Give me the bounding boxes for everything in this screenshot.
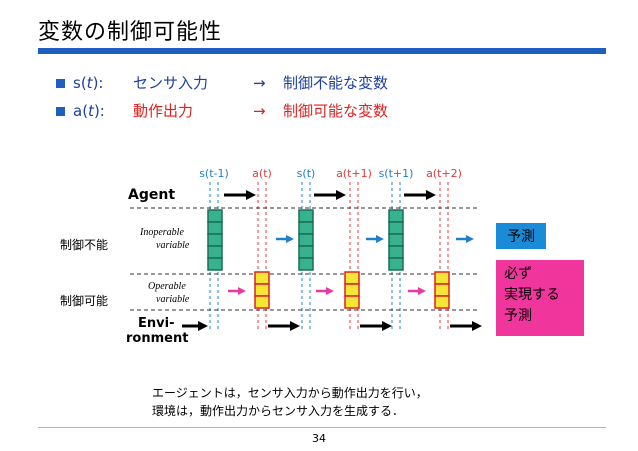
time-label: s(t+1)	[379, 167, 414, 180]
arrow-icon: →	[253, 74, 266, 92]
title-rule	[38, 48, 606, 54]
arrow-icon: →	[253, 102, 266, 120]
time-label: a(t)	[252, 167, 272, 180]
sensor-arrowhead	[376, 235, 384, 243]
operable-label: Operable	[148, 281, 186, 292]
footer-rule	[38, 427, 606, 428]
bullet-term: 動作出力	[133, 102, 194, 120]
agent-arrowhead	[246, 190, 256, 200]
agent-arrowhead	[336, 190, 346, 200]
bullet-action: a(t): 動作出力 → 制御可能な変数	[56, 100, 388, 121]
box-line: 予測	[504, 308, 532, 324]
env-arrowhead	[290, 321, 300, 331]
environment-label: Envi-	[138, 316, 174, 331]
env-arrowhead	[472, 321, 482, 331]
action-arrowhead	[326, 287, 334, 295]
action-stack	[254, 271, 270, 309]
sensor-arrowhead	[286, 235, 294, 243]
env-arrowhead	[198, 321, 208, 331]
page-number: 34	[312, 432, 326, 445]
bullet-var: a(t):	[73, 102, 105, 120]
prediction-box: 予測	[496, 223, 546, 249]
inoperable-label: Inoperable	[139, 227, 184, 238]
operable-label: variable	[156, 294, 190, 305]
box-line: 必ず	[504, 266, 532, 282]
bullet-square-icon	[56, 107, 65, 116]
sensor-stack	[207, 209, 223, 271]
time-label: s(t-1)	[199, 167, 229, 180]
action-arrowhead	[418, 287, 426, 295]
sensor-stack	[388, 209, 404, 271]
box-line: 実現する	[504, 287, 560, 303]
bullet-sensor: s(t): センサ入力 → 制御不能な変数	[56, 72, 388, 93]
agent-arrowhead	[426, 190, 436, 200]
time-label: s(t)	[297, 167, 316, 180]
bullet-desc: 制御可能な変数	[283, 102, 389, 120]
action-stack	[434, 271, 450, 309]
inoperable-label: variable	[156, 240, 190, 251]
sensor-stack	[298, 209, 314, 271]
page-title: 変数の制御可能性	[38, 20, 223, 45]
action-arrowhead	[238, 287, 246, 295]
bullet-desc: 制御不能な変数	[283, 74, 389, 92]
controllable-label: 制御可能	[60, 294, 109, 308]
action-stack	[344, 271, 360, 309]
environment-label: ronment	[126, 331, 188, 346]
agent-label: Agent	[128, 187, 175, 203]
uncontrollable-label: 制御不能	[60, 238, 109, 252]
caption-line: エージェントは，センサ入力から動作出力を行い，	[152, 386, 428, 400]
guaranteed-prediction-box: 必ず 実現する 予測	[496, 260, 584, 336]
env-arrowhead	[382, 321, 392, 331]
time-label: a(t+2)	[426, 167, 462, 180]
caption-line: 環境は，動作出力からセンサ入力を生成する．	[152, 404, 405, 418]
bullet-term: センサ入力	[133, 74, 209, 92]
time-label: a(t+1)	[336, 167, 372, 180]
bullet-square-icon	[56, 79, 65, 88]
sensor-arrowhead	[466, 235, 474, 243]
bullet-var: s(t):	[73, 74, 104, 92]
